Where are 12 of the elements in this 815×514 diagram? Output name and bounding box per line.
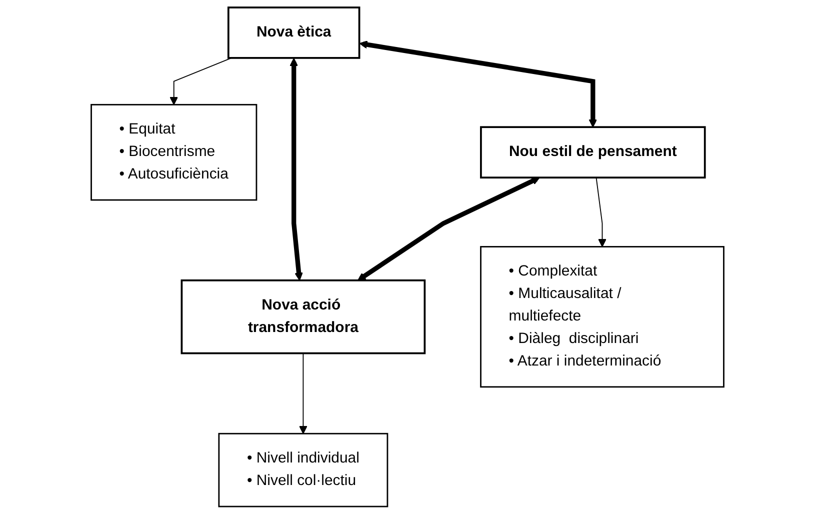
arrow [290, 58, 303, 281]
arrow [596, 177, 606, 248]
node-box: • Complexitat • Multicausalitat / multiefecte • Diàleg disciplinari • Atzar i indeterminació [480, 246, 724, 388]
node-box: • Equitat • Biocentrisme • Autosuficiència [90, 104, 258, 201]
arrow [358, 177, 540, 281]
node-box: Nova acció transformadora [180, 279, 426, 354]
arrow [170, 57, 232, 106]
node-box: Nova ètica [227, 6, 360, 59]
node-box: Nou estil de pensament [480, 126, 706, 178]
arrow [299, 352, 308, 434]
node-box: • Nivell individual • Nivell col·lectiu [218, 432, 388, 508]
arrow [359, 40, 598, 128]
